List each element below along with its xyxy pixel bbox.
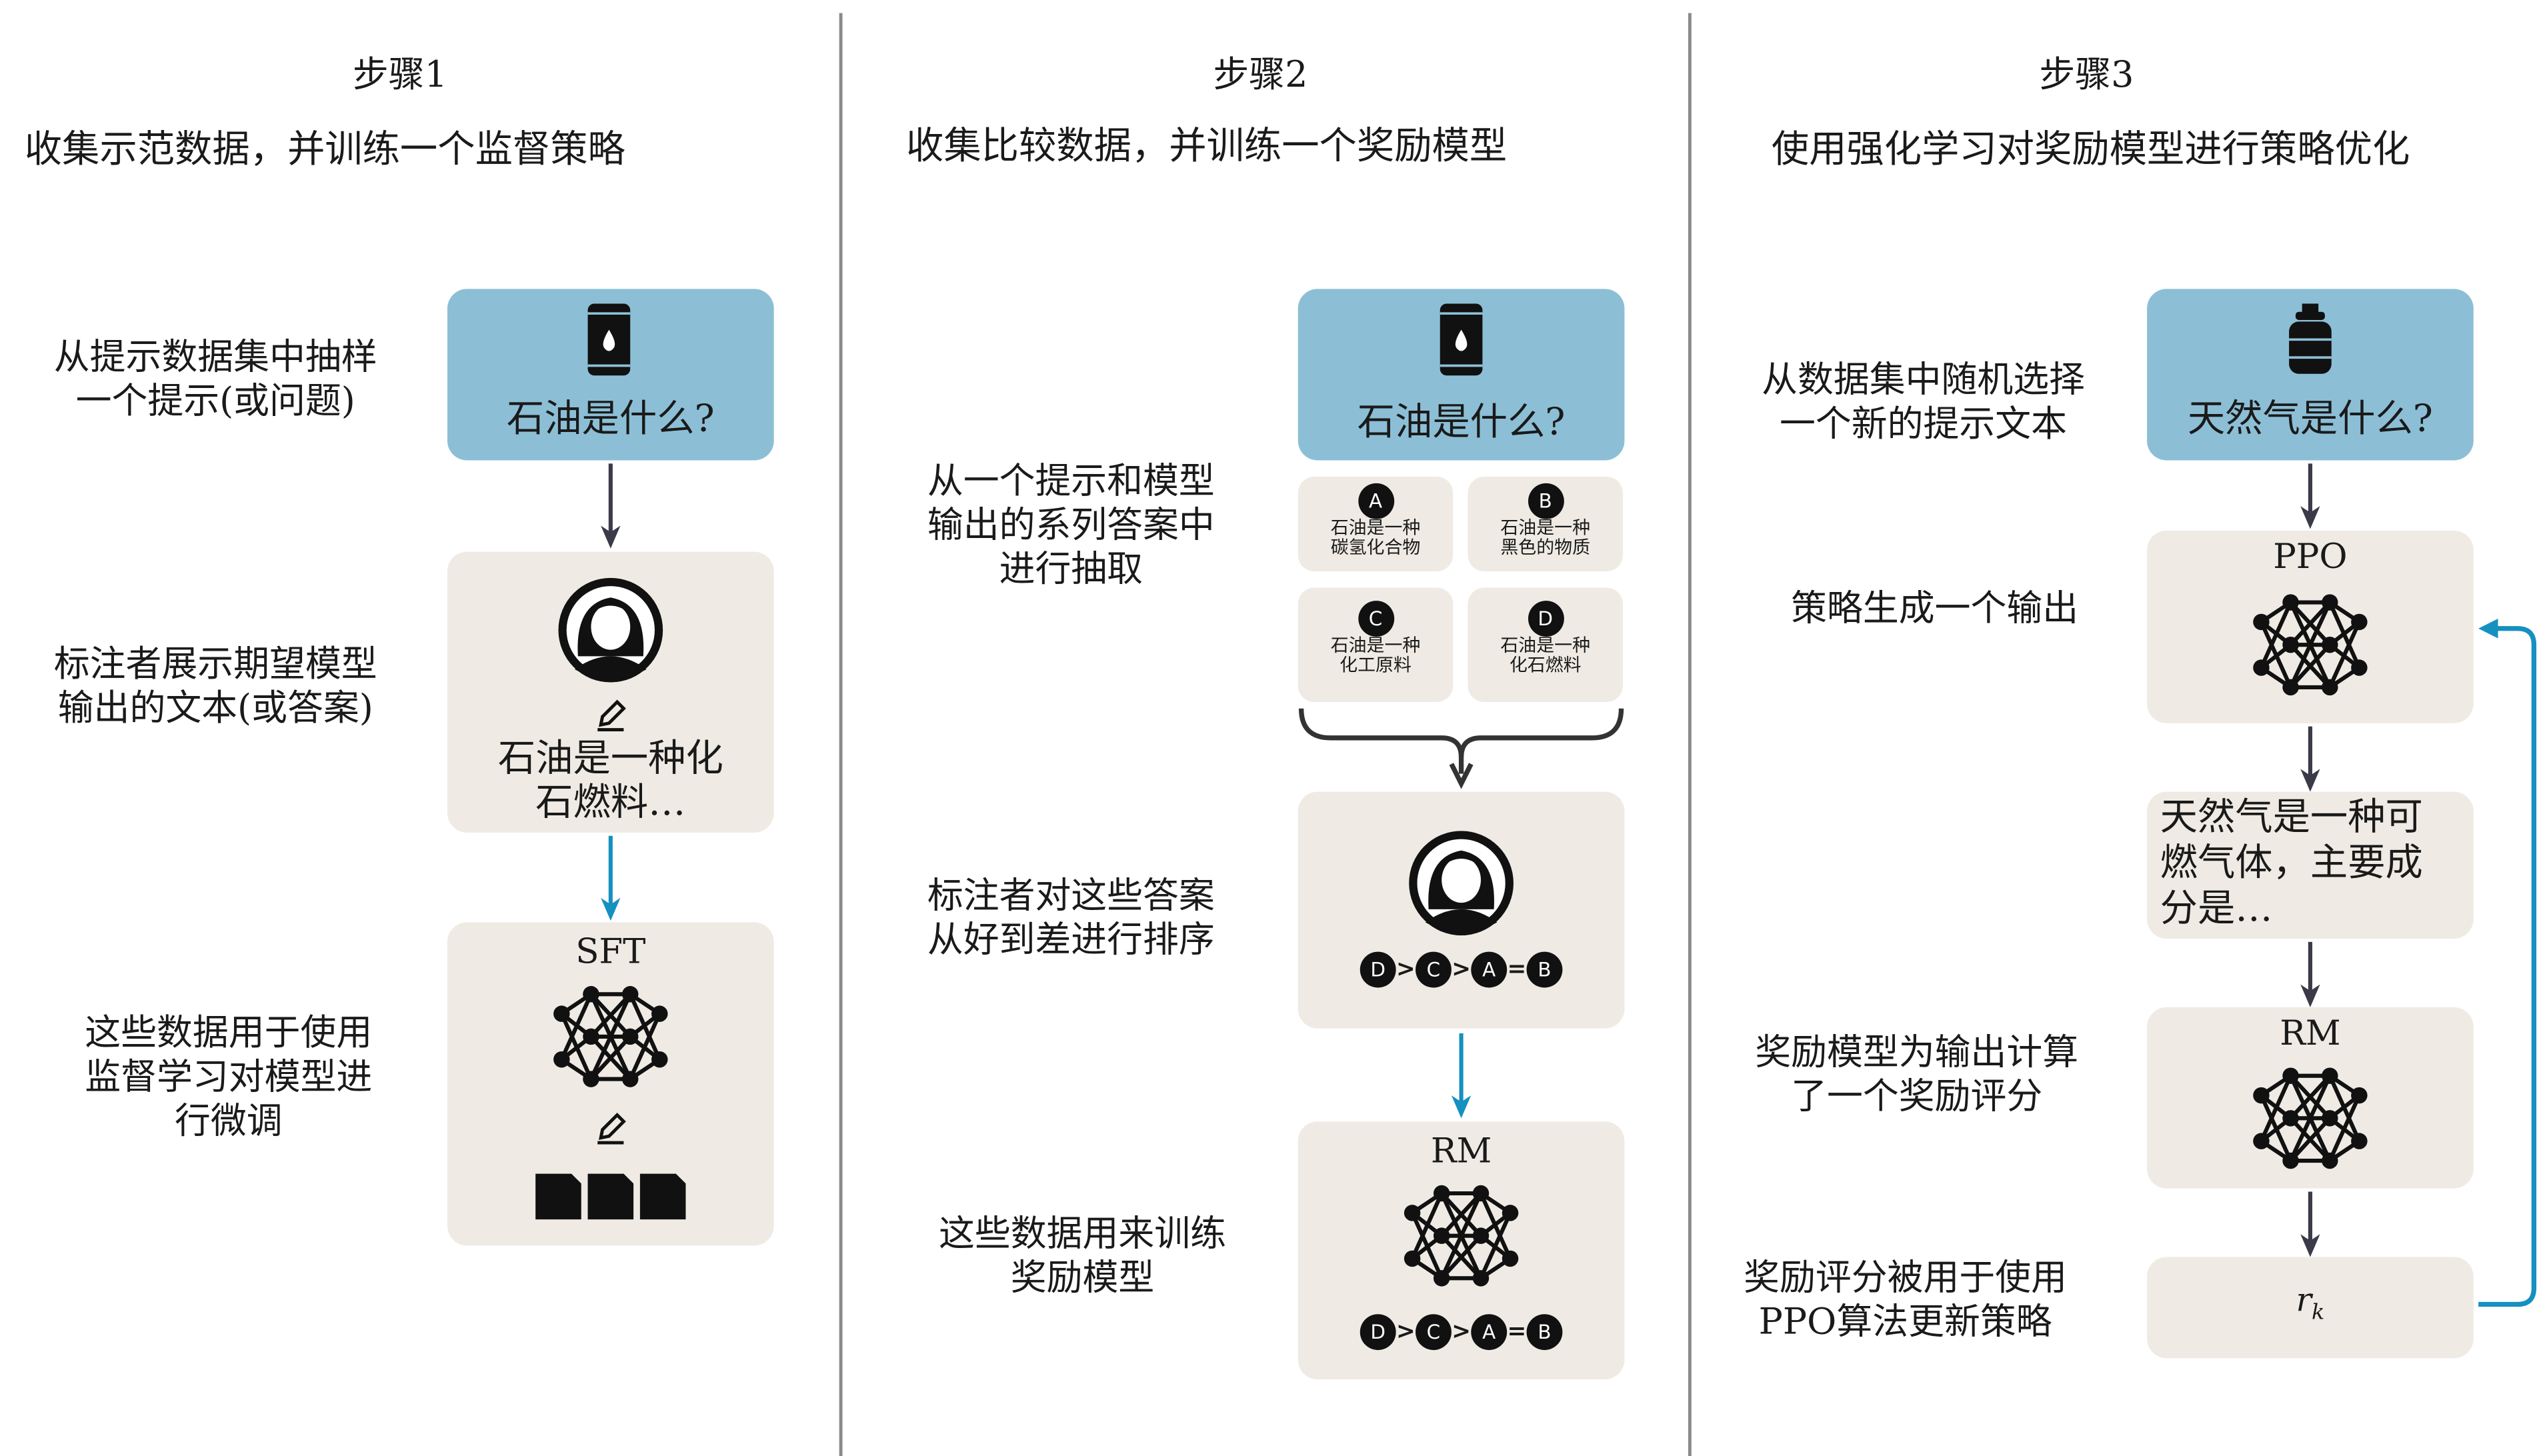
answer-badge: B — [1527, 483, 1564, 519]
step1-subtitle: 收集示范数据，并训练一个监督策略 — [24, 129, 625, 172]
step2-subtitle: 收集比较数据，并训练一个奖励模型 — [906, 125, 1508, 169]
labeler-avatar-icon — [558, 577, 663, 683]
oil-barrel-icon — [1440, 303, 1483, 376]
answer-text: 化工原料 — [1340, 654, 1412, 676]
ranking: D>C>A=B — [1298, 1314, 1625, 1351]
prompt-text: 天然气是什么? — [2187, 398, 2433, 441]
model-label: SFT — [575, 932, 646, 971]
step3-title: 步骤3 — [2039, 55, 2134, 97]
step1-label-train: 这些数据用于使用监督学习对模型进行微调 — [85, 1013, 373, 1143]
rank-badge-d: D — [1360, 1314, 1396, 1351]
step1-title: 步骤1 — [352, 55, 447, 97]
step3-prompt-box: 天然气是什么? — [2147, 289, 2474, 461]
step3-ppo-box: PPO — [2147, 530, 2474, 723]
equals-symbol: = — [1507, 956, 1527, 983]
greater-than-symbol: > — [1396, 956, 1416, 983]
answer-text: 石油是一种 — [1500, 635, 1591, 657]
answer-text: 石油是一种 — [1330, 635, 1421, 657]
step3-rm-box: RM — [2147, 1007, 2474, 1189]
rank-badge-c: C — [1416, 1314, 1452, 1351]
pencil-icon — [597, 1112, 626, 1145]
arrow-down-icon — [2300, 463, 2320, 529]
answer-badge: C — [1358, 601, 1394, 637]
arrow-down-icon — [601, 835, 621, 921]
step1-label-sample: 从提示数据集中抽样一个提示(或问题) — [53, 337, 377, 423]
neural-network-icon — [2253, 594, 2368, 696]
neural-network-icon — [2253, 1067, 2368, 1169]
neural-network-icon — [1404, 1185, 1519, 1287]
model-label: RM — [1430, 1131, 1492, 1171]
step2-ranking-box: D>C>A=B — [1298, 791, 1625, 1029]
step3-output-box: 天然气是一种可燃气体，主要成分是… — [2147, 791, 2474, 939]
arrow-down-icon — [2300, 1191, 2320, 1257]
policy-label: PPO — [2273, 537, 2348, 577]
greater-than-symbol: > — [1452, 956, 1471, 983]
step1-sft-box: SFT — [447, 922, 774, 1246]
step2-rm-box: RM D>C>A=B — [1298, 1121, 1625, 1380]
prompt-text: 石油是什么? — [506, 398, 715, 441]
step1-prompt-box: 石油是什么? — [447, 289, 774, 461]
step1-demo-box: 石油是一种化石燃料… — [447, 551, 774, 833]
greater-than-symbol: > — [1396, 1319, 1416, 1345]
documents-icon — [535, 1173, 686, 1220]
answer-text: 碳氢化合物 — [1330, 537, 1421, 559]
rank-badge-b: B — [1526, 1314, 1563, 1351]
labeler-avatar-icon — [1409, 831, 1514, 936]
model-label: RM — [2280, 1013, 2341, 1053]
rank-badge-c: C — [1416, 951, 1452, 988]
step3-subtitle: 使用强化学习对奖励模型进行策略优化 — [1771, 129, 2410, 172]
oil-barrel-icon — [587, 303, 631, 376]
step3-label-policy: 策略生成一个输出 — [1791, 589, 2079, 631]
prompt-text: 石油是什么? — [1357, 401, 1566, 445]
ranking: D>C>A=B — [1298, 951, 1625, 988]
step2-label-train: 这些数据用来训练奖励模型 — [938, 1214, 1226, 1300]
step1-label-demo: 标注者展示期望模型输出的文本(或答案) — [53, 645, 377, 730]
rank-badge-a: A — [1471, 1314, 1508, 1351]
rank-badge-b: B — [1526, 951, 1563, 988]
rank-badge-a: A — [1471, 951, 1508, 988]
step3-label-reward: 奖励模型为输出计算了一个奖励评分 — [1755, 1033, 2079, 1119]
divider — [839, 13, 843, 1456]
arrow-down-icon — [1451, 1033, 1472, 1119]
answer-text: 石油是一种 — [1330, 517, 1421, 539]
arrow-down-icon — [2300, 941, 2320, 1007]
step2-label-sample: 从一个提示和模型输出的系列答案中进行抽取 — [927, 461, 1215, 591]
arrow-down-icon — [2300, 726, 2320, 792]
step2-label-rank: 标注者对这些答案从好到差进行排序 — [927, 876, 1215, 962]
divider — [1688, 13, 1692, 1456]
equals-symbol: = — [1507, 1319, 1527, 1345]
arrow-down-icon — [601, 463, 621, 549]
brace-icon — [1298, 708, 1624, 789]
step3-label-sample: 从数据集中随机选择一个新的提示文本 — [1762, 361, 2085, 446]
feedback-arrow-icon — [2478, 619, 2537, 1307]
neural-network-icon — [553, 986, 668, 1087]
answer-badge: A — [1358, 483, 1394, 519]
answer-badge: D — [1527, 601, 1564, 637]
greater-than-symbol: > — [1452, 1319, 1471, 1345]
demo-answer: 石油是一种化石燃料… — [497, 737, 723, 825]
policy-output: 天然气是一种可燃气体，主要成分是… — [2160, 796, 2423, 931]
answer-text: 化石燃料 — [1509, 654, 1582, 676]
reward-value: rk — [2296, 1279, 2325, 1326]
step3-reward-box: rk — [2147, 1257, 2474, 1359]
answer-text: 石油是一种 — [1500, 517, 1591, 539]
answer-text: 黑色的物质 — [1500, 537, 1591, 559]
step2-prompt-box: 石油是什么? — [1298, 289, 1625, 461]
rank-badge-d: D — [1360, 951, 1396, 988]
pencil-icon — [597, 699, 626, 732]
step2-title: 步骤2 — [1213, 55, 1308, 97]
gas-tank-icon — [2289, 303, 2332, 374]
